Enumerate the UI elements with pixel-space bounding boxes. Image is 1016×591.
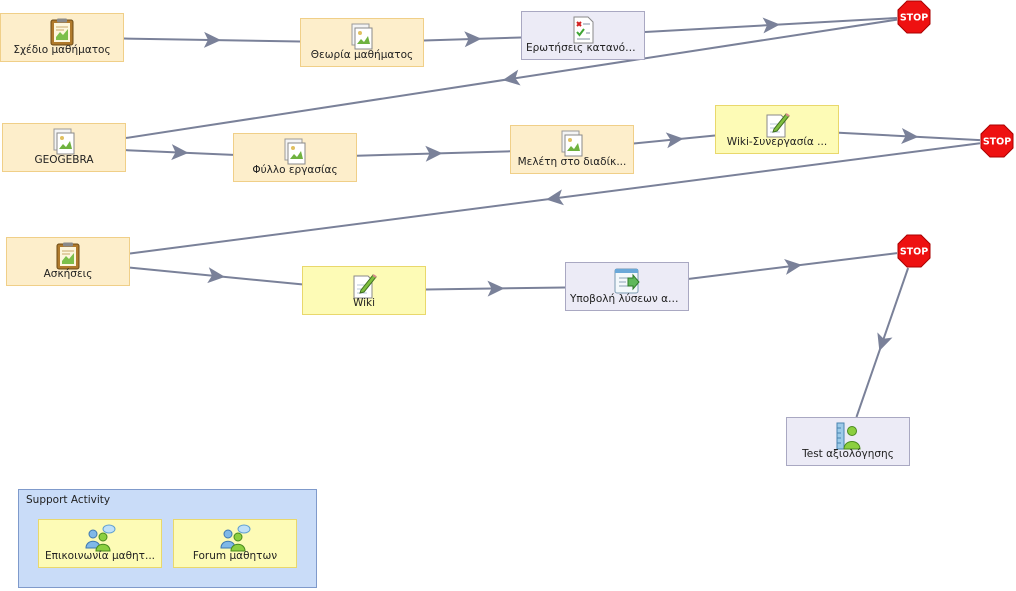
image-file-icon xyxy=(51,128,77,156)
support-node-student-communication[interactable]: Επικοινωνία μαθητ... xyxy=(38,519,162,568)
activity-label: Φύλλο εργασίας xyxy=(252,164,338,176)
activity-label: Επικοινωνία μαθητ... xyxy=(44,550,156,562)
activity-node-wiki[interactable]: Wiki xyxy=(302,266,426,315)
arrow-head-icon xyxy=(546,189,564,206)
clipboard-icon xyxy=(55,242,81,270)
submit-icon xyxy=(614,267,640,295)
activity-label: Σχέδιο μαθήματος xyxy=(13,44,111,56)
activity-label: Μελέτη στο διαδίκ... xyxy=(517,156,627,168)
activity-node-assessment-test[interactable]: Test αξιολόγησης xyxy=(786,417,910,466)
stop-sign-icon: STOP xyxy=(980,124,1014,158)
activity-label: Θεωρία μαθήματος xyxy=(310,49,414,61)
activity-node-geogebra[interactable]: GEOGEBRA xyxy=(2,123,126,172)
wiki-edit-icon xyxy=(764,110,790,138)
activity-node-submit-solutions[interactable]: Υποβολή λύσεων ασ... xyxy=(565,262,689,311)
people-icon xyxy=(85,524,116,552)
stop-sign-icon: STOP xyxy=(897,0,931,34)
assessment-icon xyxy=(835,422,861,450)
arrow-head-icon xyxy=(762,17,780,34)
image-file-icon xyxy=(282,138,308,166)
activity-label: Wiki-Συνεργασία ... xyxy=(726,136,828,148)
arrow-head-icon xyxy=(171,144,189,161)
activity-node-exercises[interactable]: Ασκήσεις xyxy=(6,237,130,286)
stop-sign-icon: STOP xyxy=(897,234,931,268)
arrow-head-icon xyxy=(502,69,521,86)
activity-label: Υποβολή λύσεων ασ... xyxy=(570,293,684,305)
stop-sign-label: STOP xyxy=(900,13,928,24)
arrow-head-icon xyxy=(464,31,482,48)
arrow-head-icon xyxy=(203,31,221,48)
arrow-head-icon xyxy=(784,259,802,275)
activity-label: Wiki xyxy=(352,297,376,309)
activity-node-lesson-theory[interactable]: Θεωρία μαθήματος xyxy=(300,18,424,67)
stop-sign[interactable]: STOP xyxy=(897,0,931,34)
image-file-icon xyxy=(559,130,585,158)
support-node-student-forum[interactable]: Forum μαθητων xyxy=(173,519,297,568)
stop-sign[interactable]: STOP xyxy=(897,234,931,268)
quiz-icon xyxy=(570,16,596,44)
activity-label: Forum μαθητων xyxy=(192,550,278,562)
people-icon xyxy=(220,524,251,552)
arrow-head-icon xyxy=(425,145,443,162)
arrow-head-icon xyxy=(665,132,684,149)
activity-label: Ασκήσεις xyxy=(43,268,93,280)
stop-sign-label: STOP xyxy=(900,247,928,258)
activity-label: Test αξιολόγησης xyxy=(802,448,894,460)
arrow-head-icon xyxy=(877,332,893,352)
support-activity-panel: Support Activity Επικοινωνία μαθητ... Fo… xyxy=(18,489,317,588)
wiki-edit-icon xyxy=(351,271,377,299)
activity-label: GEOGEBRA xyxy=(34,154,94,166)
arrow-head-icon xyxy=(487,280,505,297)
activity-node-worksheet[interactable]: Φύλλο εργασίας xyxy=(233,133,357,182)
stop-sign-label: STOP xyxy=(983,137,1011,148)
activity-node-online-study[interactable]: Μελέτη στο διαδίκ... xyxy=(510,125,634,174)
activity-node-comprehension-questions[interactable]: Ερωτήσεις κατανόη... xyxy=(521,11,645,60)
activity-node-lesson-plan[interactable]: Σχέδιο μαθήματος xyxy=(0,13,124,62)
clipboard-icon xyxy=(49,18,75,46)
support-activity-title: Support Activity xyxy=(26,494,111,506)
activity-node-wiki-collaboration[interactable]: Wiki-Συνεργασία ... xyxy=(715,105,839,154)
stop-sign[interactable]: STOP xyxy=(980,124,1014,158)
arrow-head-icon xyxy=(207,267,225,284)
image-file-icon xyxy=(349,23,375,51)
arrow-head-icon xyxy=(901,128,919,144)
activity-label: Ερωτήσεις κατανόη... xyxy=(526,42,640,54)
